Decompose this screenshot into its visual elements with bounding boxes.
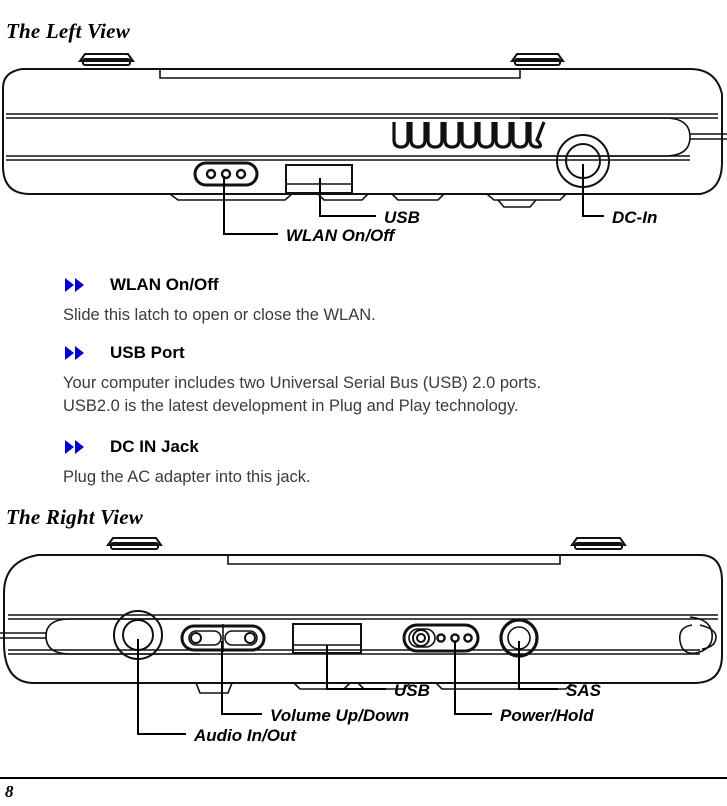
feature-heading-usb: USB Port (0, 340, 727, 366)
callout-label-wlan: WLAN On/Off (286, 226, 397, 245)
right-side-device-illustration: Audio In/Out Volume Up/Down USB Power/Ho… (0, 533, 727, 765)
feature-title-usb: USB Port (110, 343, 185, 362)
callout-label-usb: USB (384, 208, 420, 227)
double-chevron-right-icon (65, 440, 84, 454)
feature-body-wlan: Slide this latch to open or close the WL… (0, 304, 727, 327)
feature-heading-wlan: WLAN On/Off (0, 272, 727, 298)
double-chevron-right-icon (65, 346, 84, 360)
feature-body-line: USB2.0 is the latest development in Plug… (63, 397, 519, 415)
feature-body-line: Slide this latch to open or close the WL… (63, 306, 376, 324)
callout-label-usb: USB (394, 681, 430, 700)
callout-label-dc-in: DC-In (612, 208, 657, 227)
double-chevron-right-icon (65, 278, 84, 292)
callout-label-audio-in-out: Audio In/Out (193, 726, 297, 745)
feature-body-usb: Your computer includes two Universal Ser… (0, 372, 727, 418)
feature-title-wlan: WLAN On/Off (110, 275, 219, 294)
callout-label-volume-up-down: Volume Up/Down (270, 706, 409, 725)
feature-block-wlan: WLAN On/Off Slide this latch to open or … (0, 272, 727, 327)
callout-label-power-hold: Power/Hold (500, 706, 594, 725)
page-number: 8 (5, 782, 14, 801)
section-heading-left-view: The Left View (6, 19, 130, 43)
footer-divider (0, 777, 727, 779)
feature-heading-dc-in: DC IN Jack (0, 434, 727, 460)
left-side-device-illustration: WLAN On/Off USB DC-In (0, 48, 727, 263)
feature-title-dc-in: DC IN Jack (110, 437, 199, 456)
feature-body-line: Plug the AC adapter into this jack. (63, 468, 311, 486)
feature-block-usb: USB Port Your computer includes two Univ… (0, 340, 727, 418)
feature-block-dc-in: DC IN Jack Plug the AC adapter into this… (0, 434, 727, 489)
feature-body-line: Your computer includes two Universal Ser… (63, 374, 542, 392)
section-heading-right-view: The Right View (6, 505, 143, 529)
feature-body-dc-in: Plug the AC adapter into this jack. (0, 466, 727, 489)
callout-label-sas: SAS (566, 681, 602, 700)
